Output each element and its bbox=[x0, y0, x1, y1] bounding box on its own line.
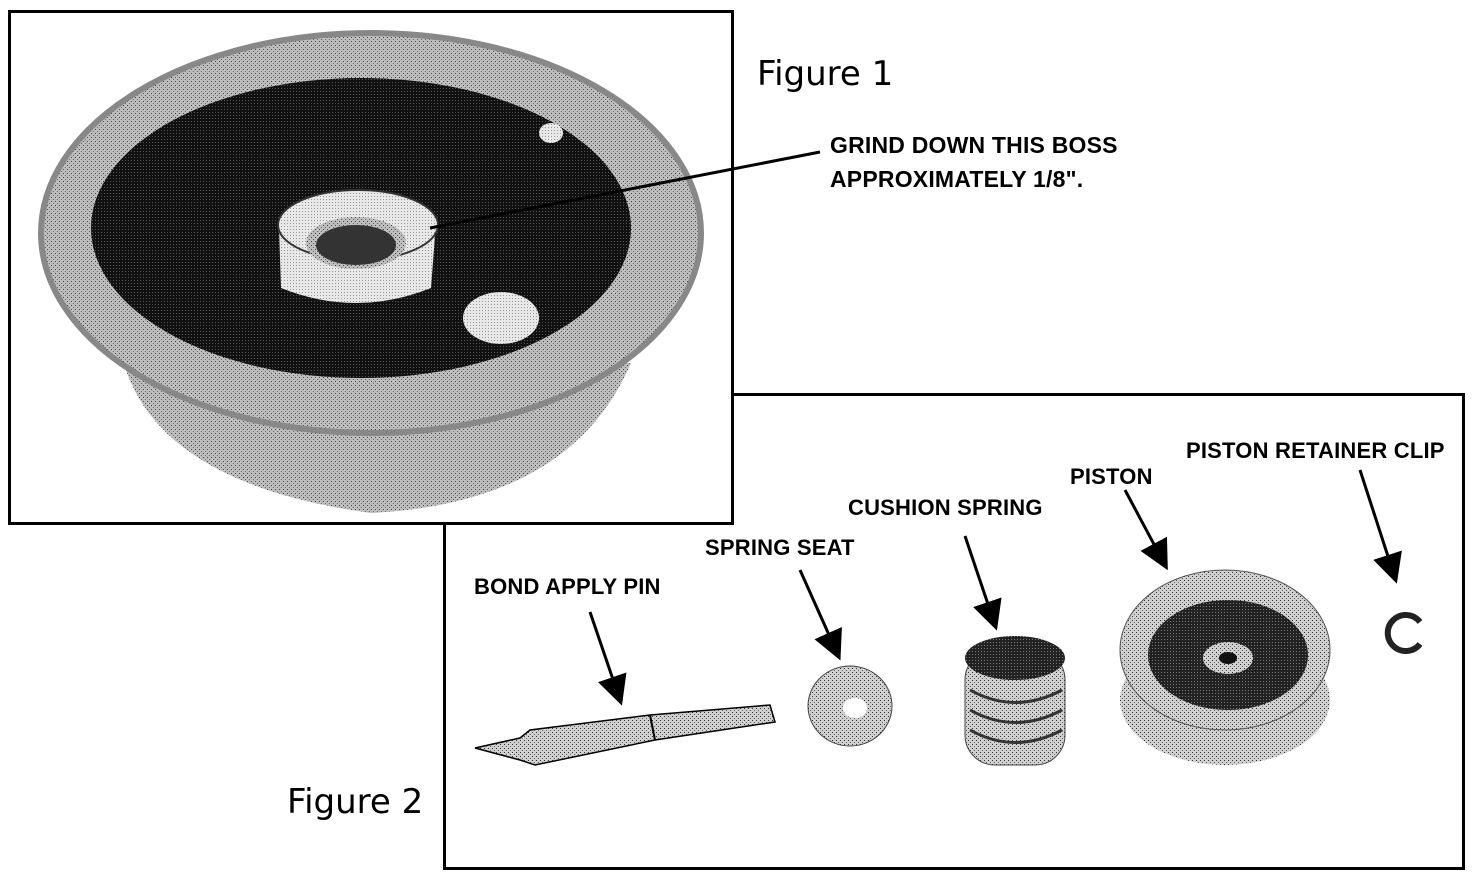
boss-callout-line-1: GRIND DOWN THIS BOSS bbox=[830, 132, 1118, 158]
figure-1-title: Figure 1 bbox=[757, 54, 894, 94]
figure-1-photo bbox=[11, 13, 731, 522]
cushion-spring-label: CUSHION SPRING bbox=[848, 495, 1043, 520]
piston-retainer-clip-label: PISTON RETAINER CLIP bbox=[1186, 438, 1445, 463]
piston-arrow bbox=[1123, 489, 1168, 571]
bond-apply-pin-label: BOND APPLY PIN bbox=[474, 574, 661, 599]
spring-seat-label: SPRING SEAT bbox=[705, 535, 855, 560]
figure-2-title: Figure 2 bbox=[287, 782, 424, 822]
bond-apply-pin-arrow bbox=[588, 611, 627, 706]
boss-callout-line bbox=[429, 150, 821, 230]
cushion-spring-drawing bbox=[964, 636, 1066, 766]
piston-retainer-clip-drawing bbox=[1384, 612, 1423, 654]
boss-callout-line-2: APPROXIMATELY 1/8". bbox=[830, 166, 1084, 192]
spring-seat-drawing bbox=[807, 665, 893, 747]
figure-1-panel bbox=[8, 10, 734, 525]
piston-label: PISTON bbox=[1070, 464, 1153, 489]
bond-apply-pin-drawing bbox=[474, 704, 776, 766]
piston-drawing bbox=[1119, 569, 1331, 765]
cushion-spring-arrow bbox=[963, 535, 1002, 631]
spring-seat-arrow bbox=[798, 569, 842, 661]
piston-retainer-clip-arrow bbox=[1358, 469, 1402, 584]
